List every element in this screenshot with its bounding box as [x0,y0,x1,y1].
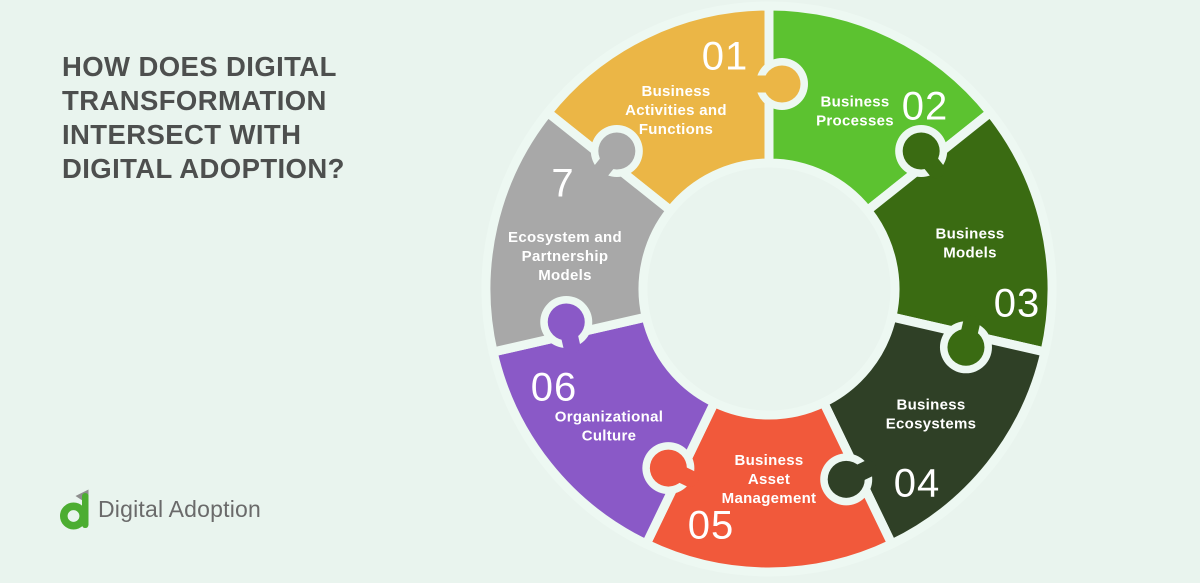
piece-number-02: 02 [902,84,949,128]
puzzle-piece-7 [481,108,675,357]
piece-number-06: 06 [531,365,578,409]
puzzle-piece-04 [819,312,1050,549]
piece-number-7: 7 [551,161,574,205]
puzzle-piece-03 [863,108,1057,357]
puzzle-tab-knob [649,449,687,487]
puzzle-tab-knob [547,303,585,341]
piece-number-05: 05 [688,503,735,547]
piece-number-01: 01 [702,34,749,78]
brand-logo: Digital Adoption [60,488,261,530]
puzzle-tab-knob [763,65,801,103]
puzzle-piece-02 [764,1,995,215]
puzzle-tab-knob [947,328,985,366]
page-title: HOW DOES DIGITAL TRANSFORMATION INTERSEC… [62,51,345,184]
brand-name: Digital Adoption [98,495,262,522]
digital-adoption-logo-icon [60,489,89,530]
puzzle-piece-05 [641,398,897,577]
puzzle-piece-01 [543,1,774,215]
piece-number-04: 04 [894,461,941,505]
puzzle-tab-knob [827,460,865,498]
piece-number-03: 03 [994,281,1041,325]
puzzle-tab-knob [902,132,940,170]
puzzle-tab-knob [598,132,636,170]
